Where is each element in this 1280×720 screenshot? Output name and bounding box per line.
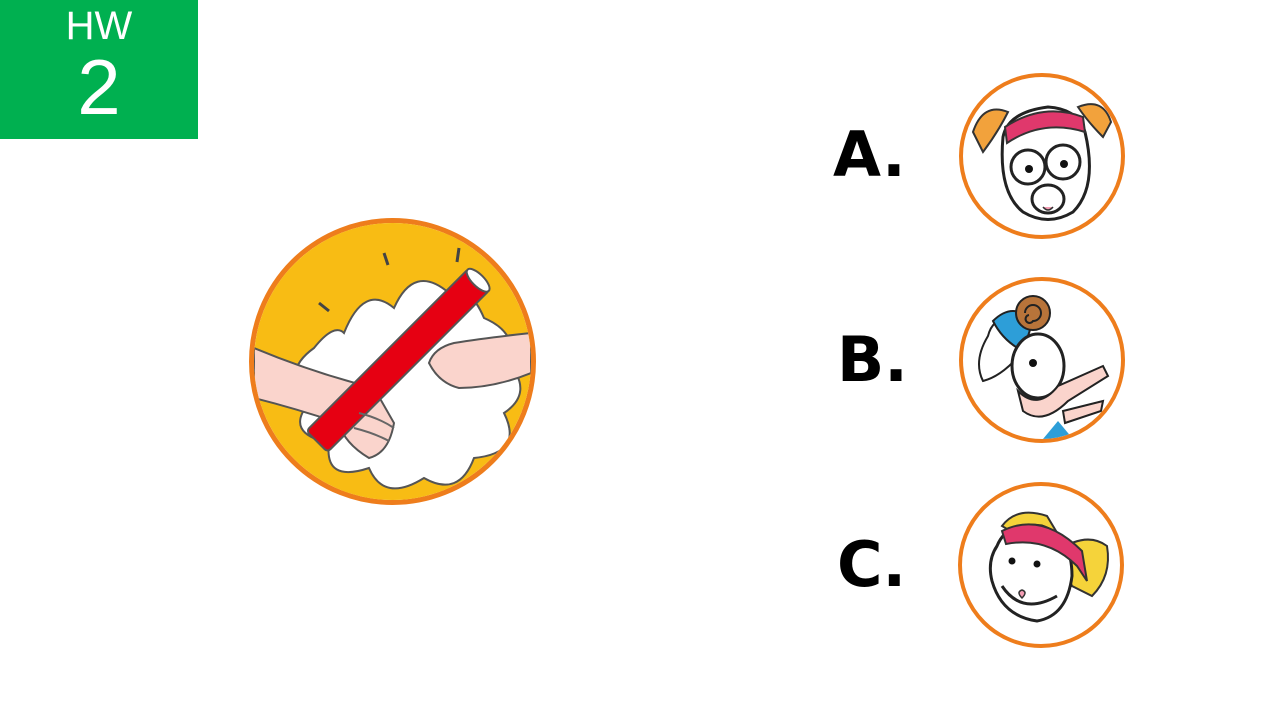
option-b-label: B. — [837, 323, 908, 396]
option-a-label: A. — [833, 118, 906, 191]
homework-badge: HW 2 — [0, 0, 198, 139]
option-c-label: C. — [837, 528, 907, 601]
badge-number: 2 — [77, 43, 121, 131]
laughing-blonde-girl-headband-icon[interactable] — [958, 482, 1124, 648]
startled-boy-cap-reaching-icon[interactable] — [959, 277, 1125, 443]
surprised-girl-headband-icon[interactable] — [959, 73, 1125, 239]
relay-baton-handoff-icon — [249, 218, 536, 505]
badge-label: HW — [65, 4, 133, 48]
